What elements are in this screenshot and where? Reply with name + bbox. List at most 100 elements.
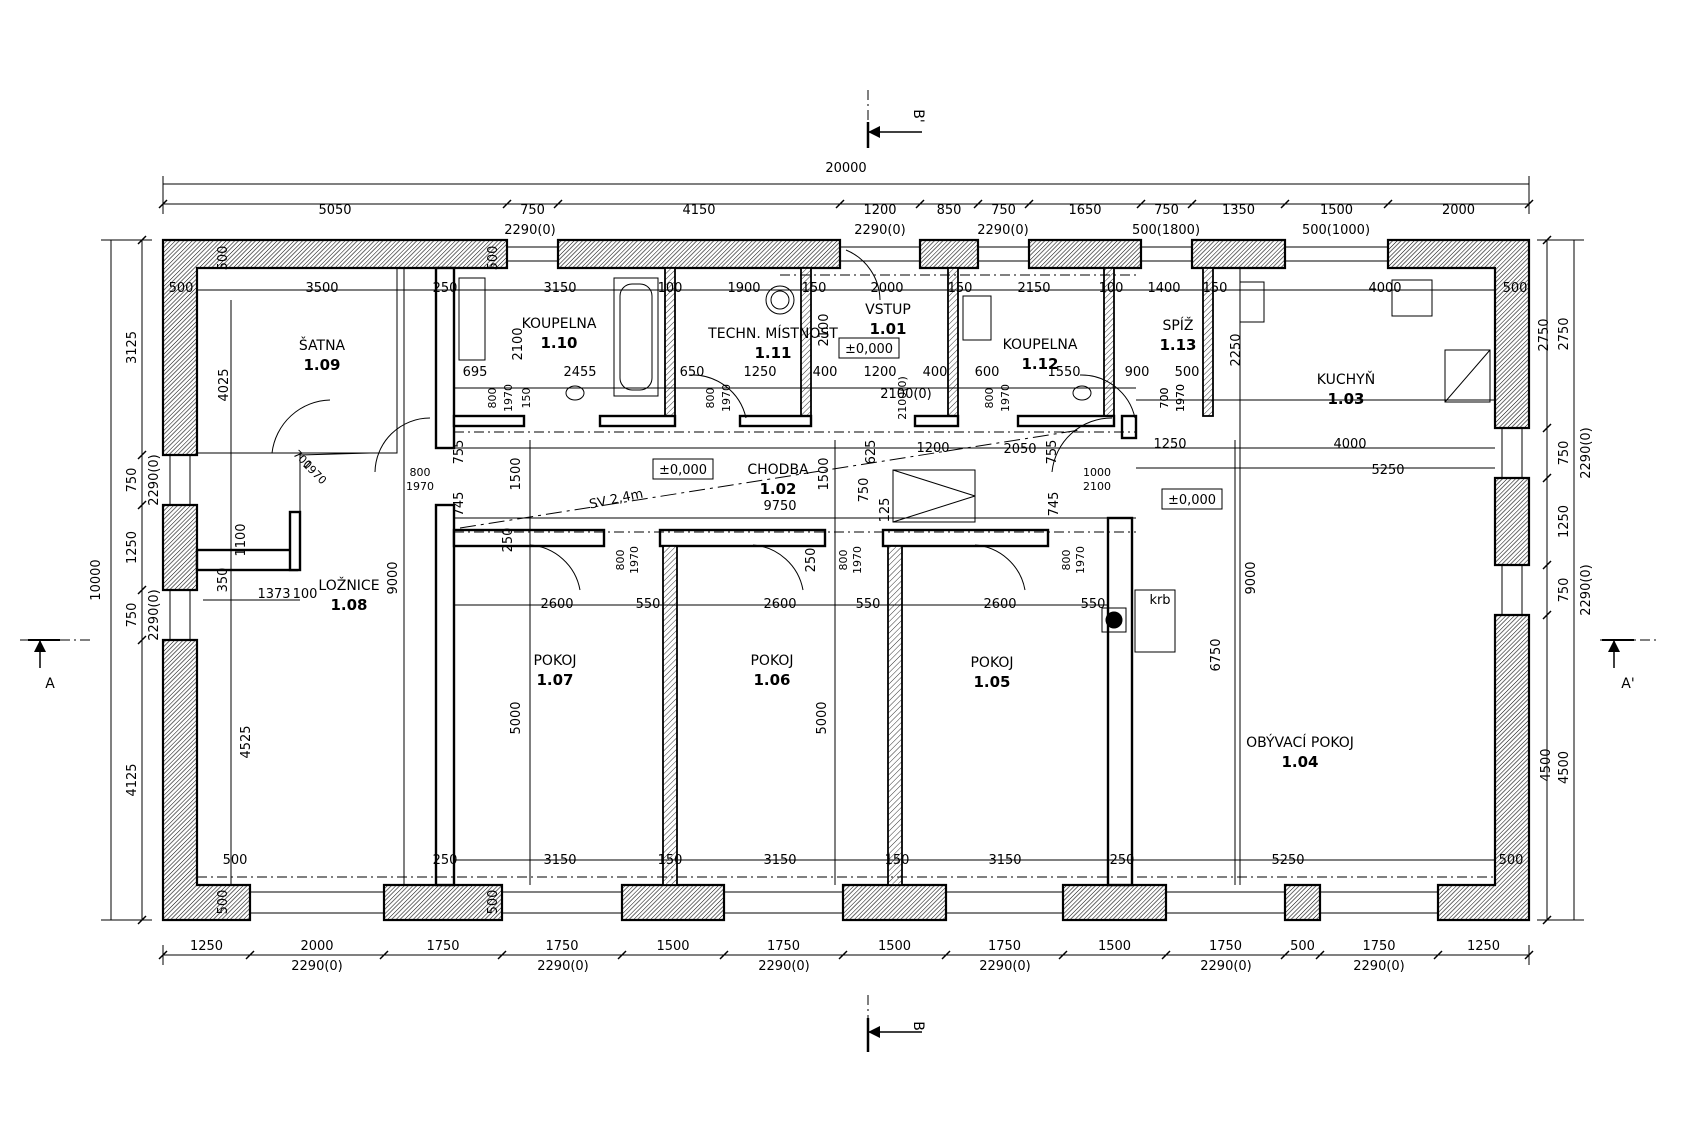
dimension-tick bbox=[158, 199, 168, 209]
interior-dimension: 4025 bbox=[217, 368, 232, 401]
door-dimension: 800 bbox=[486, 388, 499, 409]
dimension-tick bbox=[719, 950, 729, 960]
interior-dimension: 2455 bbox=[563, 365, 596, 380]
interior-dimension: 9000 bbox=[386, 561, 401, 594]
dimension-tick bbox=[973, 199, 983, 209]
interior-dimension: 650 bbox=[680, 365, 705, 380]
dimension-tick bbox=[158, 950, 168, 960]
slope-line bbox=[459, 429, 1081, 529]
dimension-tick bbox=[137, 915, 147, 925]
interior-dimension: 5000 bbox=[509, 701, 524, 734]
interior-dimension: 1000 bbox=[1083, 466, 1111, 479]
bottom-dimension: 1250 bbox=[1467, 939, 1500, 954]
dimension-tick bbox=[1136, 199, 1146, 209]
interior-dimension: 600 bbox=[975, 365, 1000, 380]
door-dimension: 800 bbox=[837, 550, 850, 571]
room-outlines bbox=[196, 267, 1495, 885]
left-opening-label: 2290(0) bbox=[147, 454, 162, 506]
dimension-tick bbox=[137, 450, 147, 460]
door-dimension: 700 bbox=[1158, 388, 1171, 409]
interior-dimension: 6750 bbox=[1209, 638, 1224, 671]
interior-dimension: 500 bbox=[486, 890, 501, 915]
room-number: 1.02 bbox=[759, 480, 796, 498]
level-label: ±0,000 bbox=[1168, 493, 1216, 508]
door-dimension: 1970 bbox=[628, 546, 641, 574]
interior-dimension: 2100 bbox=[817, 313, 832, 346]
bottom-dimension: 1500 bbox=[656, 939, 689, 954]
interior-dimension: 500 bbox=[223, 853, 248, 868]
interior-dimension: 150 bbox=[802, 281, 827, 296]
interior-dimension: 625 bbox=[864, 440, 879, 465]
top-dimension: 2000 bbox=[1442, 203, 1475, 218]
room-name: ŠATNA bbox=[299, 336, 346, 354]
interior-dimension: 125 bbox=[878, 498, 893, 523]
dimension-tick bbox=[1280, 950, 1290, 960]
dimension-tick bbox=[245, 950, 255, 960]
room-number: 1.01 bbox=[869, 320, 906, 338]
dimension-tick bbox=[1542, 610, 1552, 620]
right-dimension: 4500 bbox=[1557, 751, 1572, 784]
interior-dimension: 500 bbox=[486, 246, 501, 271]
interior-dimension: 500 bbox=[216, 246, 231, 271]
interior-dimension: 250 bbox=[501, 528, 516, 553]
bottom-opening-label: 2290(0) bbox=[291, 959, 343, 974]
interior-dimension: 695 bbox=[463, 365, 488, 380]
dimension-tick bbox=[1315, 950, 1325, 960]
dimension-tick bbox=[1024, 199, 1034, 209]
interior-dimension: 250 bbox=[804, 548, 819, 573]
level-box bbox=[652, 458, 714, 480]
interior-dimension: 3150 bbox=[763, 853, 796, 868]
room-name: OBÝVACÍ POKOJ bbox=[1246, 734, 1354, 751]
room-name: KOUPELNA bbox=[522, 316, 597, 332]
interior-dimension: 100 bbox=[658, 281, 683, 296]
interior-dimension: 4000 bbox=[1333, 437, 1366, 452]
room-name: KUCHYŇ bbox=[1317, 371, 1375, 388]
left-dimension: 3125 bbox=[125, 331, 140, 364]
top-dimension: 750 bbox=[991, 203, 1016, 218]
level-box bbox=[1161, 488, 1223, 510]
bottom-dimension: 500 bbox=[1290, 939, 1315, 954]
interior-dimension: 500 bbox=[1503, 281, 1528, 296]
room-name: SPÍŽ bbox=[1162, 316, 1193, 334]
interior-dimension: 755 bbox=[1045, 440, 1060, 465]
level-box bbox=[838, 337, 900, 359]
top-dimension: 4150 bbox=[682, 203, 715, 218]
bottom-dimension: 1250 bbox=[190, 939, 223, 954]
right-dimension: 1250 bbox=[1557, 505, 1572, 538]
interior-dimension: 9750 bbox=[763, 499, 796, 514]
room-name: POKOJ bbox=[750, 653, 793, 669]
windows bbox=[169, 246, 1523, 914]
dimension-tick bbox=[137, 235, 147, 245]
interior-dimension: 350 bbox=[216, 568, 231, 593]
dimension-tick bbox=[502, 199, 512, 209]
dimension-tick bbox=[1524, 950, 1534, 960]
bottom-dimension: 1500 bbox=[1098, 939, 1131, 954]
fireplace-label: krb bbox=[1149, 593, 1170, 608]
interior-dimension: 1500 bbox=[509, 457, 524, 490]
dimension-tick bbox=[1433, 950, 1443, 960]
right-opening-label: 2290(0) bbox=[1579, 427, 1594, 479]
room-number: 1.09 bbox=[303, 356, 340, 374]
interior-dimension: 400 bbox=[813, 365, 838, 380]
bottom-opening-label: 2290(0) bbox=[537, 959, 589, 974]
interior-dimension: 1373 bbox=[257, 587, 290, 602]
top-opening-label: 2290(0) bbox=[854, 223, 906, 238]
dimension-tick bbox=[1524, 199, 1534, 209]
dimension-tick bbox=[1542, 560, 1552, 570]
interior-dimension: 9000 bbox=[1244, 561, 1259, 594]
interior-dimension: 1100 bbox=[234, 523, 249, 556]
interior-dimension: 2100 bbox=[511, 327, 526, 360]
exterior-walls bbox=[161, 238, 1531, 922]
dimension-tick bbox=[137, 635, 147, 645]
right-dimension: 750 bbox=[1557, 578, 1572, 603]
dimension-tick bbox=[1542, 423, 1552, 433]
room-number: 1.11 bbox=[754, 344, 791, 362]
interior-dimension: 5250 bbox=[1271, 853, 1304, 868]
dimension-tick bbox=[1542, 235, 1552, 245]
top-opening-label: 500(1800) bbox=[1132, 223, 1200, 238]
bottom-dimension: 1750 bbox=[1362, 939, 1395, 954]
bottom-dimension: 1750 bbox=[426, 939, 459, 954]
door-dimension: 1970 bbox=[851, 546, 864, 574]
